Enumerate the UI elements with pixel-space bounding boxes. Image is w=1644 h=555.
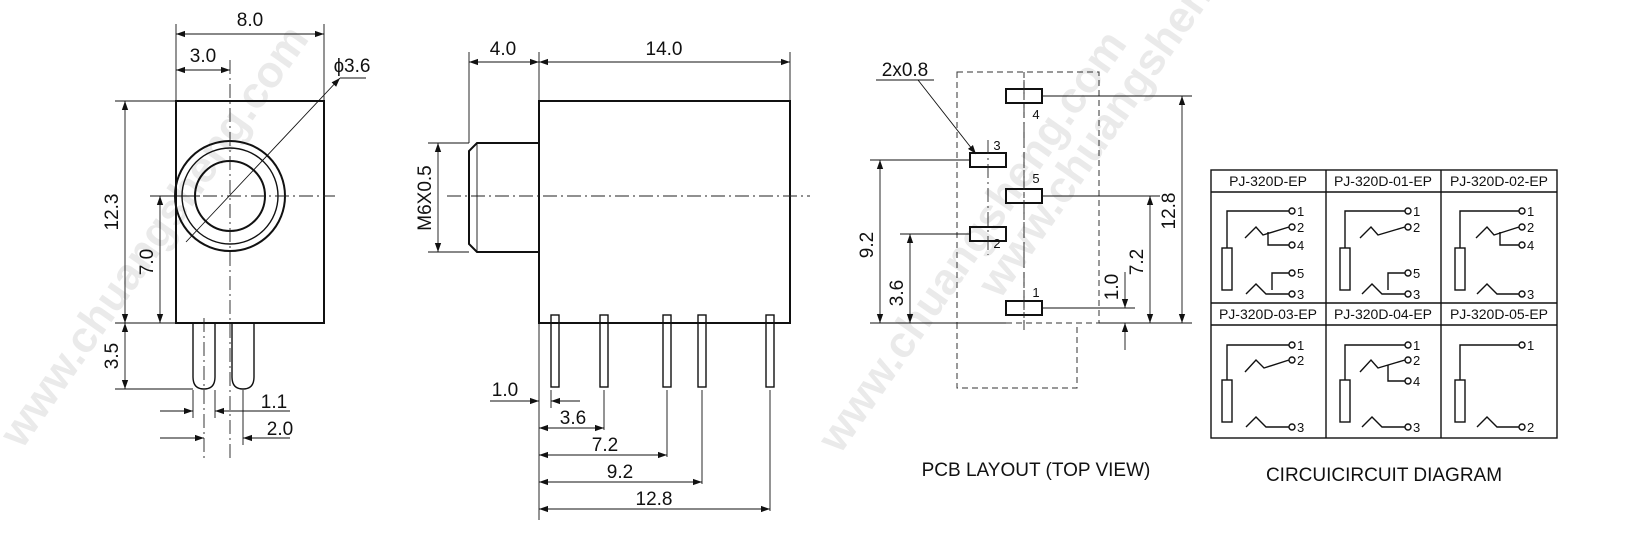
pin-label: 3 xyxy=(1297,420,1304,435)
dim-left-2: 3.6 xyxy=(887,280,908,306)
dim-right-1: 1.0 xyxy=(1102,274,1123,300)
pcb-pin-label: 5 xyxy=(1032,171,1039,186)
dim-pos-3: 9.2 xyxy=(607,462,633,483)
pin-label: 3 xyxy=(1413,287,1420,302)
pin-labels-320D-05-EP: 1 2 xyxy=(1527,338,1534,435)
front-pin xyxy=(231,323,255,390)
schematic-320D-02-EP xyxy=(1454,207,1526,298)
pin-label: 2 xyxy=(1413,220,1420,235)
schematic-320D-05-EP xyxy=(1454,341,1526,431)
model-label: PJ-320D-EP xyxy=(1229,173,1307,189)
pin-label: 5 xyxy=(1297,266,1304,281)
pin-label: 2 xyxy=(1527,220,1534,235)
pin-label: 1 xyxy=(1413,338,1420,353)
dim-pos-2: 7.2 xyxy=(592,435,618,456)
pcb-layout: 4 3 5 2 1 2x0.8 9.2 3.6 1.0 7.2 12.8 PCB… xyxy=(857,60,1192,481)
pin-label: 3 xyxy=(1297,287,1304,302)
pin-label: 4 xyxy=(1297,238,1304,253)
side-view: 4.0 14.0 M6X0.5 1.0 3.6 7.2 9.2 12.8 xyxy=(415,39,810,520)
pin-labels-320D-03-EP: 1 2 3 xyxy=(1297,338,1304,435)
pcb-pin-label: 3 xyxy=(993,138,1000,153)
dim-hole-diameter: ɸ3.6 xyxy=(334,56,371,77)
pin-label: 2 xyxy=(1297,353,1304,368)
side-pins xyxy=(550,314,775,388)
pin-label: 2 xyxy=(1297,220,1304,235)
pcb-pin-label: 1 xyxy=(1032,285,1039,300)
dim-pin-pitch: 2.0 xyxy=(267,419,293,440)
dim-pos-4: 12.8 xyxy=(636,489,673,510)
model-label: PJ-320D-01-EP xyxy=(1334,173,1432,189)
pin-label: 1 xyxy=(1527,204,1534,219)
pin-label: 5 xyxy=(1413,266,1420,281)
side-body xyxy=(538,100,791,324)
model-label: PJ-320D-02-EP xyxy=(1450,173,1548,189)
circuit-diagram: PJ-320D-EP PJ-320D-01-EP PJ-320D-02-EP P… xyxy=(1210,169,1558,486)
dim-pin-width: 1.1 xyxy=(261,392,287,413)
dim-right-2: 7.2 xyxy=(1127,249,1148,275)
pin-label: 1 xyxy=(1413,204,1420,219)
dim-body-length: 14.0 xyxy=(646,39,683,60)
pin-label: 4 xyxy=(1413,374,1420,389)
dim-height: 12.3 xyxy=(102,194,123,231)
schematic-320D-04-EP xyxy=(1339,341,1412,431)
dim-pos-1: 3.6 xyxy=(560,408,586,429)
pin-label: 1 xyxy=(1527,338,1534,353)
pcb-caption: PCB LAYOUT (TOP VIEW) xyxy=(922,460,1151,481)
model-label: PJ-320D-04-EP xyxy=(1334,306,1432,322)
dim-thread-length: 4.0 xyxy=(490,39,516,60)
front-view: 8.0 3.0 ɸ3.6 12.3 7.0 3.5 1.1 2.0 xyxy=(102,10,370,460)
circuit-caption: CIRCUICIRCUIT DIAGRAM xyxy=(1266,465,1502,486)
dim-hole-offset: 3.0 xyxy=(190,46,216,67)
pin-label: 1 xyxy=(1297,338,1304,353)
dim-width: 8.0 xyxy=(237,10,263,31)
dim-pad-size: 2x0.8 xyxy=(882,60,928,81)
dim-pin-length: 3.5 xyxy=(102,343,123,369)
pin-labels-320D-EP: 1 2 4 5 3 xyxy=(1297,204,1304,302)
dim-pin-offset: 1.0 xyxy=(492,380,518,401)
front-pin xyxy=(192,323,216,390)
watermark: www.chuangsheng.com xyxy=(0,16,318,456)
pin-label: 4 xyxy=(1527,238,1534,253)
schematic-320D-EP xyxy=(1221,207,1296,298)
side-thread xyxy=(468,142,539,253)
pin-labels-320D-02-EP: 1 2 4 3 xyxy=(1527,204,1534,302)
model-label: PJ-320D-03-EP xyxy=(1219,306,1317,322)
dim-hole-height: 7.0 xyxy=(137,249,158,275)
pin-label: 1 xyxy=(1297,204,1304,219)
schematic-320D-01-EP xyxy=(1339,207,1412,298)
schematic-320D-03-EP xyxy=(1221,341,1296,431)
front-body xyxy=(175,100,325,324)
dim-thread-spec: M6X0.5 xyxy=(415,165,436,230)
model-label: PJ-320D-05-EP xyxy=(1450,306,1548,322)
pin-label: 3 xyxy=(1527,287,1534,302)
pcb-pin-label: 4 xyxy=(1032,107,1039,122)
pin-label: 2 xyxy=(1527,420,1534,435)
watermarks: www.chuangsheng.com www.chuangsheng.com … xyxy=(0,0,1296,462)
pin-labels-320D-01-EP: 1 2 5 3 xyxy=(1413,204,1420,302)
pin-label: 2 xyxy=(1413,353,1420,368)
pcb-pin-label: 2 xyxy=(993,236,1000,251)
pin-label: 3 xyxy=(1413,420,1420,435)
pin-labels-320D-04-EP: 1 2 4 3 xyxy=(1413,338,1420,435)
dim-right-3: 12.8 xyxy=(1159,193,1180,230)
dim-left-1: 9.2 xyxy=(857,232,878,258)
